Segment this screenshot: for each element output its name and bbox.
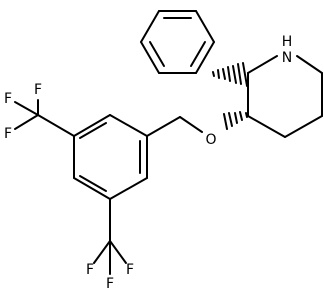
- bond: [195, 41, 215, 74]
- bond: [109, 240, 127, 264]
- bond: [14, 114, 39, 130]
- double-bond-inner: [79, 175, 107, 192]
- atom-label-f: F: [4, 126, 12, 142]
- aryl-ring: [73, 114, 148, 200]
- double-bond-inner: [79, 122, 107, 139]
- bond: [247, 115, 286, 138]
- bond: [109, 114, 148, 137]
- bond: [37, 114, 75, 137]
- bond: [296, 55, 323, 74]
- bond: [179, 116, 203, 133]
- bond: [195, 10, 215, 43]
- bond: [146, 116, 181, 137]
- atom-label-f: F: [86, 262, 94, 278]
- bond: [73, 114, 111, 137]
- bond: [73, 177, 111, 200]
- double-bond-inner: [149, 41, 165, 67]
- piperidine-ring: [247, 55, 323, 138]
- atom-label-o: O: [205, 132, 216, 148]
- double-bond-inner: [190, 41, 206, 67]
- bond: [140, 10, 160, 43]
- bond: [14, 101, 39, 116]
- atom-label-f: F: [126, 262, 134, 278]
- bond: [93, 240, 111, 264]
- hashed-wedge-bond: [223, 111, 248, 130]
- hashed-wedge-bond: [212, 62, 248, 87]
- atom-label-h: H: [282, 34, 293, 50]
- bond: [109, 177, 148, 200]
- phenyl-ring: [140, 10, 215, 74]
- atom-label-f: F: [34, 82, 42, 98]
- bond: [247, 55, 278, 74]
- bond: [284, 115, 323, 138]
- atom-label-f: F: [4, 91, 12, 107]
- atom-label-f: F: [106, 276, 114, 292]
- bond: [140, 41, 160, 74]
- atom-label-n: N: [282, 50, 292, 66]
